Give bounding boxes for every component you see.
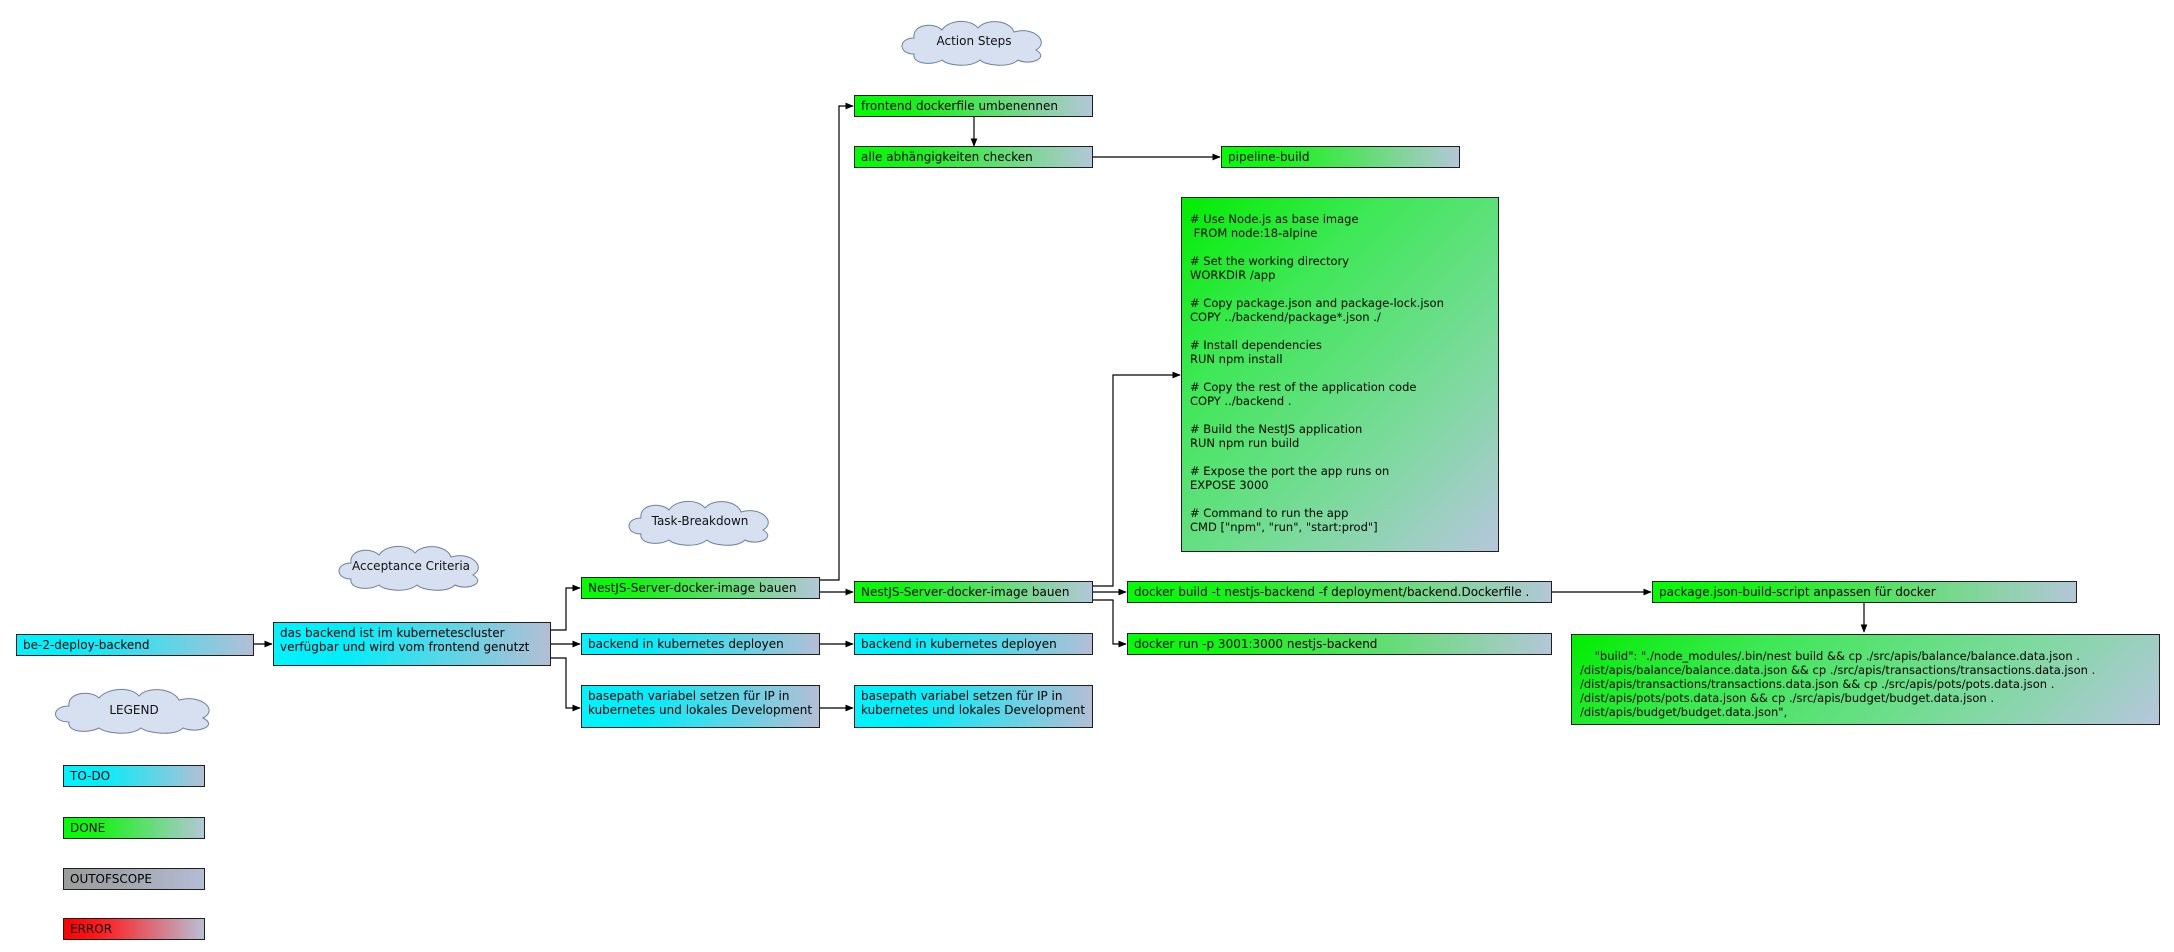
docker-run-node[interactable]: docker run -p 3001:3000 nestjs-backend: [1127, 633, 1552, 655]
legend-todo: TO-DO: [63, 765, 205, 787]
step-k8s-deploy-node[interactable]: backend in kubernetes deployen: [854, 633, 1093, 655]
header-acceptance-criteria: Acceptance Criteria: [351, 559, 471, 573]
cloud-legend: [55, 689, 210, 734]
header-legend: LEGEND: [109, 703, 159, 717]
build-script-code-node[interactable]: "build": "./node_modules/.bin/nest build…: [1571, 634, 2160, 725]
edge-acceptance-to-task-docker: [551, 584, 581, 631]
check-dependencies-node[interactable]: alle abhängigkeiten checken: [854, 146, 1093, 168]
edge-step-docker-to-dockerfile-code: [1093, 371, 1181, 587]
build-script-node[interactable]: package.json-build-script anpassen für d…: [1652, 581, 2077, 603]
story-node[interactable]: be-2-deploy-backend: [16, 634, 254, 656]
dockerfile-code-node[interactable]: # Use Node.js as base image FROM node:18…: [1181, 197, 1499, 552]
pipeline-build-node[interactable]: pipeline-build: [1221, 146, 1460, 168]
edge-task-docker-to-frontend-dockerfile: [820, 102, 854, 581]
task-basepath-node[interactable]: basepath variabel setzen für IP in kuber…: [581, 685, 820, 728]
frontend-dockerfile-node[interactable]: frontend dockerfile umbenennen: [854, 95, 1093, 117]
legend-out-of-scope: OUTOFSCOPE: [63, 868, 205, 890]
header-action-steps: Action Steps: [936, 34, 1012, 48]
legend-done: DONE: [63, 817, 205, 839]
edge-step-docker-to-docker-run: [1093, 599, 1127, 648]
task-k8s-deploy-node[interactable]: backend in kubernetes deployen: [581, 633, 820, 655]
acceptance-criteria-node[interactable]: das backend ist im kubernetescluster ver…: [273, 622, 551, 666]
cloud-action-steps: [901, 21, 1042, 66]
cloud-acceptance-criteria: [338, 546, 479, 591]
header-task-breakdown: Task-Breakdown: [651, 514, 749, 528]
docker-build-node[interactable]: docker build -t nestjs-backend -f deploy…: [1127, 581, 1552, 603]
cloud-task-breakdown: [628, 501, 769, 546]
step-basepath-node[interactable]: basepath variabel setzen für IP in kuber…: [854, 685, 1093, 728]
edge-acceptance-to-task-basepath: [551, 657, 581, 712]
task-docker-image-node[interactable]: NestJS-Server-docker-image bauen: [581, 577, 820, 599]
legend-error: ERROR: [63, 918, 205, 940]
step-docker-image-node[interactable]: NestJS-Server-docker-image bauen: [854, 581, 1093, 603]
